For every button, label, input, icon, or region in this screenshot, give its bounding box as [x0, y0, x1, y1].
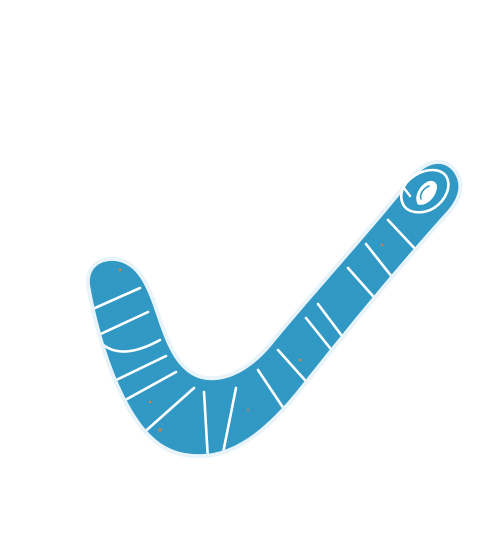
checkmark-tip — [400, 168, 450, 214]
